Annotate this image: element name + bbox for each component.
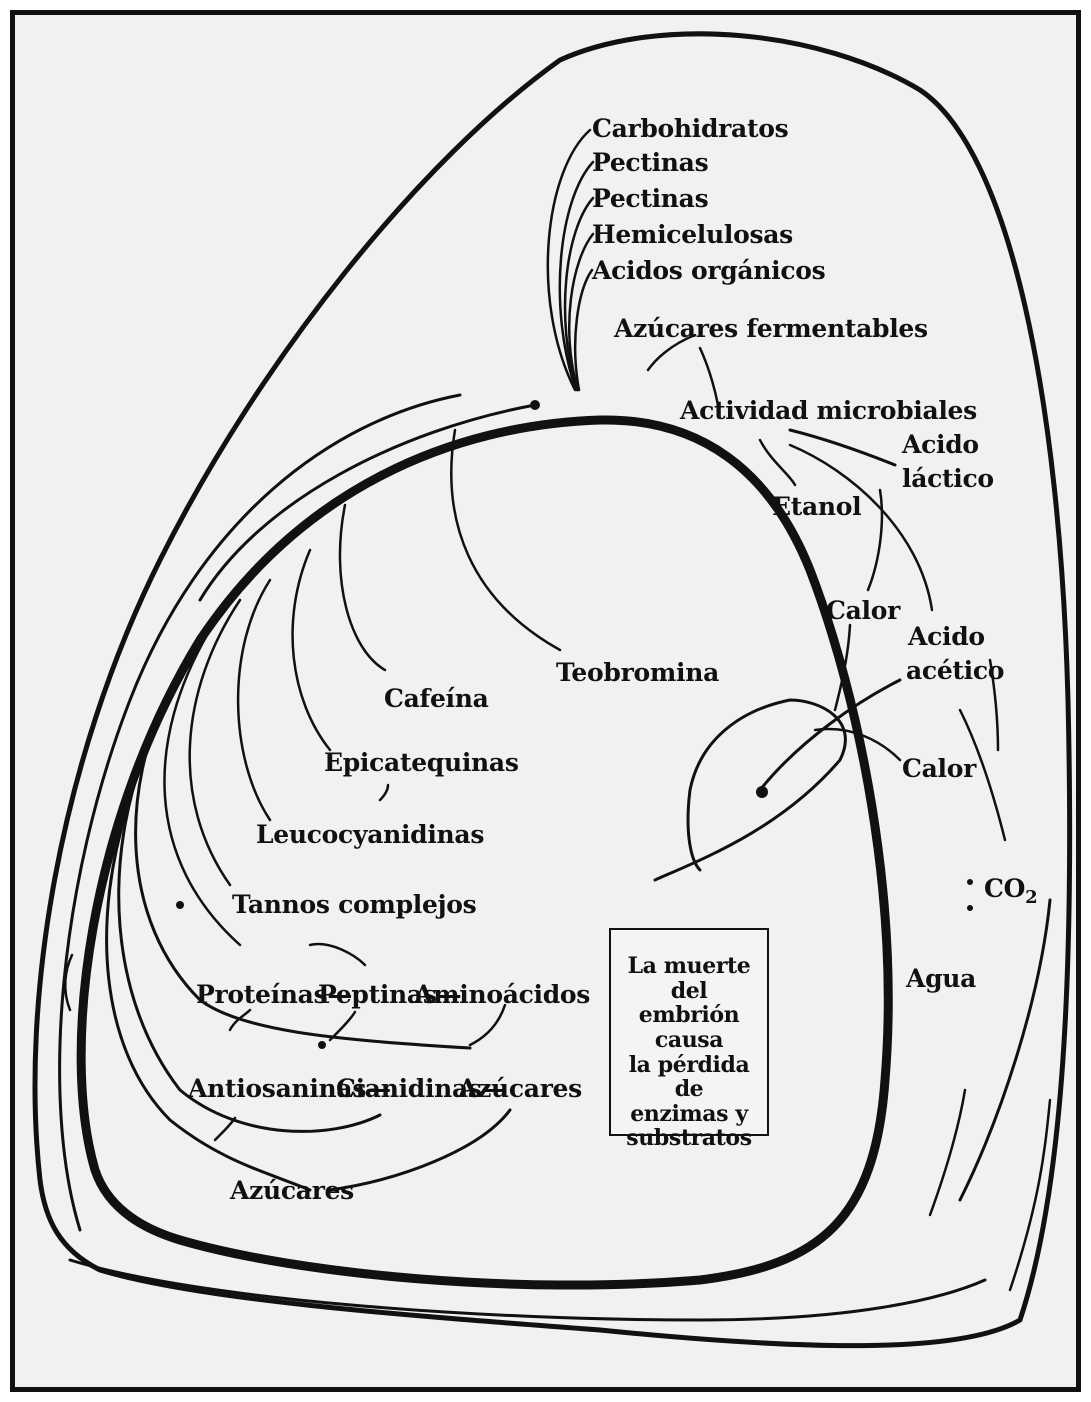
inner-shell <box>60 395 1050 1230</box>
cotyledon-boundary <box>81 420 888 1285</box>
embryo-death-note: La muerte del embrión causa la pérdida d… <box>609 928 769 1136</box>
note-line-5: substratos <box>611 1126 767 1151</box>
label-co2-subscript: 2 <box>1025 887 1037 908</box>
label-acido-acetico-1: Acido <box>908 624 985 649</box>
label-acido-lactico-2: láctico <box>902 466 994 491</box>
label-calor-top: Calor <box>826 598 900 623</box>
arrow-dot-left <box>176 901 184 909</box>
label-pectinas-1: Pectinas <box>592 150 708 175</box>
label-azucares-row: Azúcares <box>458 1076 582 1101</box>
label-acidos-organicos: Acidos orgánicos <box>592 258 825 283</box>
arrow-dot-middle <box>318 1041 326 1049</box>
label-epicatequinas: Epicatequinas <box>324 750 519 775</box>
co2-dot-2 <box>967 905 973 911</box>
label-tannos-complejos: Tannos complejos <box>232 892 476 917</box>
label-teobromina: Teobromina <box>556 660 719 685</box>
arrow-dot-radicle <box>756 786 768 798</box>
label-agua: Agua <box>906 966 976 991</box>
label-carbohidratos: Carbohidratos <box>592 116 788 141</box>
label-azucares-fermentables: Azúcares fermentables <box>614 316 928 341</box>
co2-dot-1 <box>967 879 973 885</box>
note-line-2: embrión causa <box>611 1003 767 1052</box>
label-leucocyanidinas: Leucocyanidinas <box>256 822 484 847</box>
arrow-dot-top <box>530 400 540 410</box>
label-acido-lactico-1: Acido <box>902 432 979 457</box>
label-co2: CO2 <box>984 876 1037 907</box>
radicle-outline <box>655 700 845 880</box>
note-line-4: enzimas y <box>611 1102 767 1127</box>
label-pectinas-2: Pectinas <box>592 186 708 211</box>
note-line-3: la pérdida de <box>611 1053 767 1102</box>
label-acido-acetico-2: acético <box>906 658 1004 683</box>
label-cafeina: Cafeína <box>384 686 489 711</box>
label-azucares-bottom: Azúcares <box>230 1178 354 1203</box>
outer-shell <box>35 34 1070 1346</box>
note-line-1: La muerte del <box>611 954 767 1003</box>
label-calor-right: Calor <box>902 756 976 781</box>
label-etanol: Etanol <box>772 494 861 519</box>
label-aminoacidos: Aminoácidos <box>414 982 590 1007</box>
label-hemicelulosas: Hemicelulosas <box>592 222 793 247</box>
label-actividad-microbiales: Actividad microbiales <box>680 398 977 423</box>
